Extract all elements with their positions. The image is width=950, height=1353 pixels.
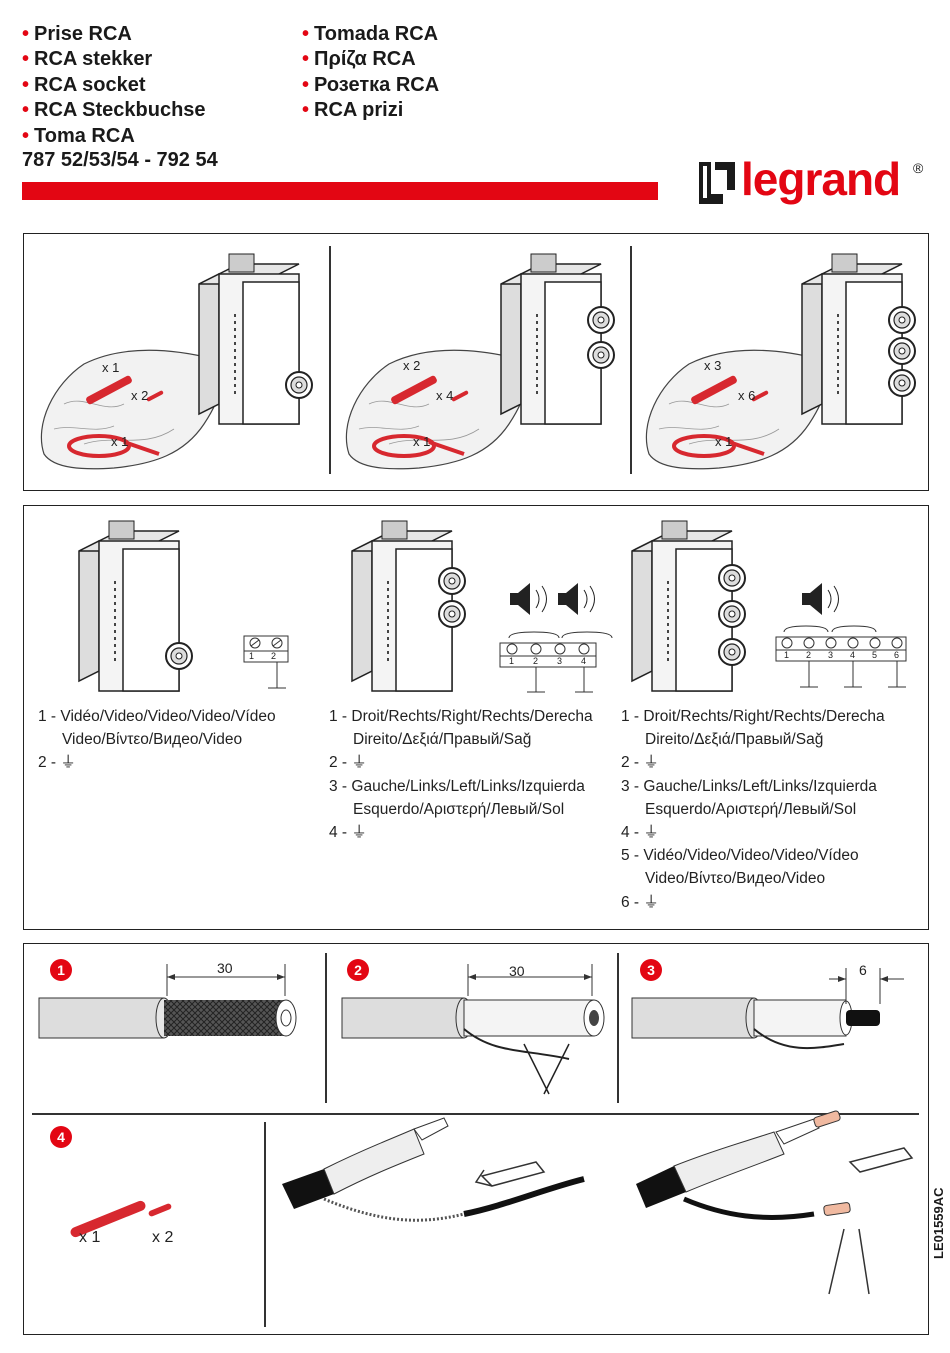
legend-line: Esquerdo/Αριστερή/Левый/Sol xyxy=(645,800,857,818)
legend-line: 2 - ⏚ xyxy=(621,754,659,772)
ground-icon: ⏚ xyxy=(643,754,659,772)
title-item: •Πρίζα RCA xyxy=(302,48,416,71)
kit-qty-tie: x 1 xyxy=(111,434,129,449)
ground-icon: ⏚ xyxy=(351,754,367,772)
terminal-label: 1 xyxy=(509,656,515,666)
title-list-left: •Prise RCA •RCA stekker •RCA socket •RCA… xyxy=(22,22,206,149)
ground-icon: ⏚ xyxy=(60,754,76,772)
wiring-legend-2: 1 - Droit/Rechts/Right/Rechts/Derecha Di… xyxy=(329,705,593,844)
kit-qty-rod: x 1 xyxy=(102,360,120,375)
terminal-label: 2 xyxy=(533,656,539,666)
terminal-label: 6 xyxy=(894,650,900,660)
panel-divider xyxy=(325,953,327,1103)
kit-qty-screw: x 2 xyxy=(131,388,149,403)
terminal-label: 4 xyxy=(581,656,587,666)
ground-icon: ⏚ xyxy=(643,824,659,842)
dimension-label: 6 xyxy=(859,962,867,978)
terminal-label: 3 xyxy=(557,656,563,666)
terminal-label: 1 xyxy=(784,650,790,660)
title-item: •RCA socket xyxy=(22,73,146,96)
wiring-legend-1: 1 - Vidéo/Video/Video/Video/Vídeo Video/… xyxy=(38,705,276,775)
product-references: 787 52/53/54 - 792 54 xyxy=(22,149,218,171)
kit-qty-rod: x 3 xyxy=(704,358,722,373)
step4-qty-rod: x 1 xyxy=(79,1229,101,1246)
legend-line: 2 - ⏚ xyxy=(38,754,76,772)
panel-divider xyxy=(32,1113,919,1115)
legrand-mark-icon xyxy=(699,162,735,204)
step-number-3: 3 xyxy=(640,959,662,981)
terminal-label: 5 xyxy=(872,650,878,660)
kit-qty-tie: x 1 xyxy=(715,434,733,449)
legend-line: 3 - Gauche/Links/Left/Links/Izquierda xyxy=(621,777,877,795)
kit-illustrations xyxy=(39,253,916,471)
legend-line: 6 - ⏚ xyxy=(621,893,659,911)
title-item: •RCA prizi xyxy=(302,99,404,122)
panel-divider xyxy=(630,246,632,474)
legrand-wordmark: legrand xyxy=(741,153,901,205)
legend-line: Esquerdo/Αριστερή/Левый/Sol xyxy=(353,800,565,818)
title-list-right: •Tomada RCA •Πρίζα RCA •Розетка RCA •RCA… xyxy=(302,22,439,124)
panel-divider xyxy=(264,1122,266,1327)
legend-line: Video/Βίντεο/Видео/Video xyxy=(645,870,826,888)
step-number-1: 1 xyxy=(50,959,72,981)
kit-qty-tie: x 1 xyxy=(413,434,431,449)
kit-qty-screw: x 4 xyxy=(436,388,454,403)
kit-qty-rod: x 2 xyxy=(403,358,421,373)
legrand-logo: legrand ® xyxy=(697,153,927,218)
wiring-legend-3: 1 - Droit/Rechts/Right/Rechts/Derecha Di… xyxy=(621,705,885,914)
legend-line: 4 - ⏚ xyxy=(621,824,659,842)
panel-divider xyxy=(617,953,619,1103)
registered-mark: ® xyxy=(913,160,924,176)
terminal-label: 2 xyxy=(271,651,277,661)
terminal-label: 1 xyxy=(249,651,255,661)
title-item: •Toma RCA xyxy=(22,124,135,147)
legend-line: 1 - Vidéo/Video/Video/Video/Vídeo xyxy=(38,708,276,725)
title-item: •Prise RCA xyxy=(22,23,132,45)
terminal-label: 3 xyxy=(828,650,834,660)
dimension-label: 30 xyxy=(509,963,525,979)
legend-line: 5 - Vidéo/Video/Video/Video/Vídeo xyxy=(621,847,859,865)
dimension-label: 30 xyxy=(217,960,233,976)
legend-line: 1 - Droit/Rechts/Right/Rechts/Derecha xyxy=(621,708,885,725)
title-item: •RCA stekker xyxy=(22,48,153,71)
title-item: •Розетка RCA xyxy=(302,73,440,96)
kit-qty-screw: x 6 xyxy=(738,388,756,403)
title-item: •RCA Steckbuchse xyxy=(22,99,206,122)
ground-icon: ⏚ xyxy=(643,893,659,911)
legend-line: 4 - ⏚ xyxy=(329,824,367,842)
terminal-label: 2 xyxy=(806,650,812,660)
step-number-2: 2 xyxy=(347,959,369,981)
legend-line: 2 - ⏚ xyxy=(329,754,367,772)
cable-prep-illustrations xyxy=(38,964,914,1295)
legend-line: Direito/Δεξιά/Правый/Sağ xyxy=(645,731,824,749)
legend-line: 3 - Gauche/Links/Left/Links/Izquierda xyxy=(329,777,585,795)
document-code: LE01559AC xyxy=(931,1187,946,1259)
title-item: •Tomada RCA xyxy=(302,23,439,45)
step4-qty-screw: x 2 xyxy=(152,1229,174,1246)
terminal-label: 4 xyxy=(850,650,856,660)
wiring-illustrations xyxy=(78,520,907,693)
ground-icon: ⏚ xyxy=(351,824,367,842)
legend-line: Video/Βίντεο/Видео/Video xyxy=(62,731,243,749)
legend-line: 1 - Droit/Rechts/Right/Rechts/Derecha xyxy=(329,708,593,725)
step-number-4: 4 xyxy=(50,1126,72,1148)
panel-divider xyxy=(329,246,331,474)
header-red-bar xyxy=(22,182,658,200)
legend-line: Direito/Δεξιά/Правый/Sağ xyxy=(353,731,532,749)
